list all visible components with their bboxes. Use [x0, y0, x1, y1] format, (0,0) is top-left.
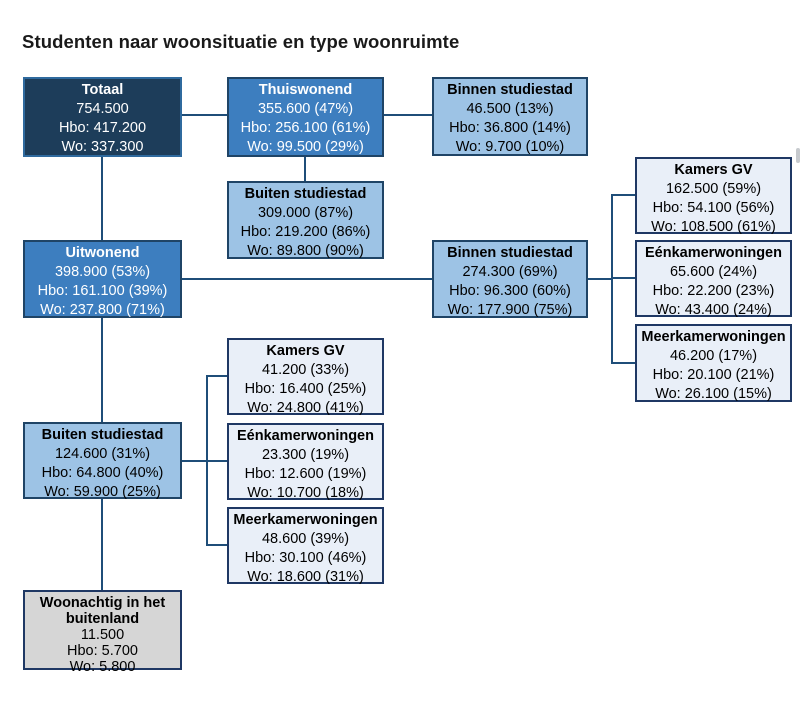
node-uitwonend-wo: Wo: 237.800 (71%): [40, 302, 165, 318]
node-uit-binnen-meerkamer-wo: Wo: 26.100 (15%): [655, 386, 772, 402]
node-thuis-buiten-hbo: Hbo: 219.200 (86%): [240, 224, 371, 240]
connector-thuiswonend-buiten: [304, 157, 306, 181]
node-thuis-buiten-studiestad: Buiten studiestad 309.000 (87%) Hbo: 219…: [227, 181, 384, 259]
connector-totaal-uitwonend: [101, 157, 103, 240]
node-uit-binnen-meerkamerwoningen: Meerkamerwoningen 46.200 (17%) Hbo: 20.1…: [635, 324, 792, 402]
node-uit-binnen-kamers-hbo: Hbo: 54.100 (56%): [652, 200, 775, 216]
connector-thuiswonend-binnen: [384, 114, 432, 116]
node-uit-buiten-hbo: Hbo: 64.800 (40%): [41, 465, 164, 481]
connector-buiten-buitenland: [101, 499, 103, 590]
node-uitwonend-value: 398.900 (53%): [54, 264, 151, 280]
node-uit-buiten-wo: Wo: 59.900 (25%): [44, 484, 161, 500]
node-uit-buiten-kamers-gv: Kamers GV 41.200 (33%) Hbo: 16.400 (25%)…: [227, 338, 384, 416]
node-totaal-hbo: Hbo: 417.200: [58, 120, 147, 136]
connector-stub-kamers-mid: [206, 375, 227, 377]
node-uit-buiten-meerkamer-wo: Wo: 18.600 (31%): [247, 569, 364, 585]
node-uit-buiten-meerkamerwoningen: Meerkamerwoningen 48.600 (39%) Hbo: 30.1…: [227, 507, 384, 585]
node-uit-buiten-label: Buiten studiestad: [41, 427, 164, 443]
node-uit-buiten-eenkamer-value: 23.300 (19%): [261, 447, 350, 463]
node-totaal-value: 754.500: [76, 101, 129, 117]
node-thuis-binnen-studiestad: Binnen studiestad 46.500 (13%) Hbo: 36.8…: [432, 77, 588, 156]
node-buitenland-label: Woonachtig in het buitenland: [39, 595, 166, 627]
node-uit-buiten-kamers-hbo: Hbo: 16.400 (25%): [244, 381, 367, 397]
node-uit-binnen-kamers-label: Kamers GV: [674, 162, 753, 178]
node-uit-binnen-eenkamer-hbo: Hbo: 22.200 (23%): [652, 283, 775, 299]
connector-buiten-spine-mid: [182, 460, 207, 462]
node-uit-buiten-eenkamer-hbo: Hbo: 12.600 (19%): [244, 466, 367, 482]
connector-uitwonend-buiten: [101, 318, 103, 422]
node-uit-binnen-meerkamer-hbo: Hbo: 20.100 (21%): [652, 367, 775, 383]
node-thuis-buiten-value: 309.000 (87%): [257, 205, 354, 221]
connector-uitwonend-binnen: [182, 278, 432, 280]
connector-stub-meerkamer-right: [611, 362, 635, 364]
node-buitenland-hbo: Hbo: 5.700: [67, 643, 138, 659]
node-uit-buiten-meerkamer-value: 48.600 (39%): [261, 531, 350, 547]
node-uit-buiten-meerkamer-label: Meerkamerwoningen: [233, 512, 378, 528]
node-uit-binnen-label: Binnen studiestad: [447, 245, 573, 261]
node-uit-binnen-eenkamer-label: Eénkamerwoningen: [645, 245, 782, 261]
node-buitenland-wo: Wo: 5.800: [69, 659, 136, 675]
connector-stub-meerkamer-mid: [206, 544, 227, 546]
node-uit-binnen-kamers-wo: Wo: 108.500 (61%): [651, 219, 776, 235]
node-uit-binnen-hbo: Hbo: 96.300 (60%): [449, 283, 571, 299]
node-uit-buiten-eenkamer-label: Eénkamerwoningen: [237, 428, 374, 444]
node-uit-buiten-kamers-wo: Wo: 24.800 (41%): [247, 400, 364, 416]
node-uit-binnen-wo: Wo: 177.900 (75%): [447, 302, 573, 318]
scrollbar-thumb[interactable]: [796, 148, 800, 163]
node-uit-buiten-eenkamer-wo: Wo: 10.700 (18%): [247, 485, 364, 501]
node-thuiswonend-wo: Wo: 99.500 (29%): [247, 139, 364, 155]
node-thuis-binnen-label: Binnen studiestad: [447, 82, 573, 98]
node-thuis-buiten-label: Buiten studiestad: [244, 186, 367, 202]
node-uit-buiten-kamers-value: 41.200 (33%): [261, 362, 350, 378]
node-totaal: Totaal 754.500 Hbo: 417.200 Wo: 337.300: [23, 77, 182, 157]
node-woonachtig-buitenland: Woonachtig in het buitenland 11.500 Hbo:…: [23, 590, 182, 675]
node-uit-binnen-eenkamer-wo: Wo: 43.400 (24%): [655, 302, 772, 318]
node-uit-binnen-meerkamer-label: Meerkamerwoningen: [641, 329, 786, 345]
node-buitenland-value: 11.500: [80, 627, 125, 643]
node-uit-binnen-eenkamer-value: 65.600 (24%): [669, 264, 758, 280]
node-uit-binnen-studiestad: Binnen studiestad 274.300 (69%) Hbo: 96.…: [432, 240, 588, 318]
connector-totaal-thuiswonend: [182, 114, 227, 116]
node-thuiswonend-value: 355.600 (47%): [257, 101, 354, 117]
node-thuis-binnen-value: 46.500 (13%): [466, 101, 554, 117]
connector-stub-kamers-right: [611, 194, 635, 196]
node-uitwonend-hbo: Hbo: 161.100 (39%): [37, 283, 168, 299]
node-uitwonend-label: Uitwonend: [65, 245, 140, 261]
node-uit-binnen-meerkamer-value: 46.200 (17%): [669, 348, 758, 364]
node-totaal-wo: Wo: 337.300: [61, 139, 144, 155]
node-thuiswonend: Thuiswonend 355.600 (47%) Hbo: 256.100 (…: [227, 77, 384, 157]
node-uit-buiten-eenkamerwoningen: Eénkamerwoningen 23.300 (19%) Hbo: 12.60…: [227, 423, 384, 501]
node-uitwonend: Uitwonend 398.900 (53%) Hbo: 161.100 (39…: [23, 240, 182, 318]
node-uit-buiten-value: 124.600 (31%): [54, 446, 151, 462]
node-uit-buiten-meerkamer-hbo: Hbo: 30.100 (46%): [244, 550, 367, 566]
node-uit-binnen-kamers-value: 162.500 (59%): [665, 181, 762, 197]
node-uit-binnen-kamers-gv: Kamers GV 162.500 (59%) Hbo: 54.100 (56%…: [635, 157, 792, 235]
node-thuis-binnen-wo: Wo: 9.700 (10%): [455, 139, 565, 155]
node-uit-binnen-eenkamerwoningen: Eénkamerwoningen 65.600 (24%) Hbo: 22.20…: [635, 240, 792, 318]
connector-binnen-spine-right: [588, 278, 612, 280]
node-uit-buiten-kamers-label: Kamers GV: [266, 343, 345, 359]
node-thuis-buiten-wo: Wo: 89.800 (90%): [247, 243, 364, 259]
connector-stub-eenkamer-right: [611, 277, 635, 279]
node-thuiswonend-label: Thuiswonend: [258, 82, 353, 98]
connector-stub-eenkamer-mid: [206, 460, 227, 462]
node-thuiswonend-hbo: Hbo: 256.100 (61%): [240, 120, 371, 136]
node-uit-buiten-studiestad: Buiten studiestad 124.600 (31%) Hbo: 64.…: [23, 422, 182, 500]
page-title: Studenten naar woonsituatie en type woon…: [22, 31, 460, 52]
node-thuis-binnen-hbo: Hbo: 36.800 (14%): [449, 120, 571, 136]
connector-spine-right: [611, 194, 613, 364]
node-totaal-label: Totaal: [81, 82, 124, 98]
node-uit-binnen-value: 274.300 (69%): [462, 264, 558, 280]
